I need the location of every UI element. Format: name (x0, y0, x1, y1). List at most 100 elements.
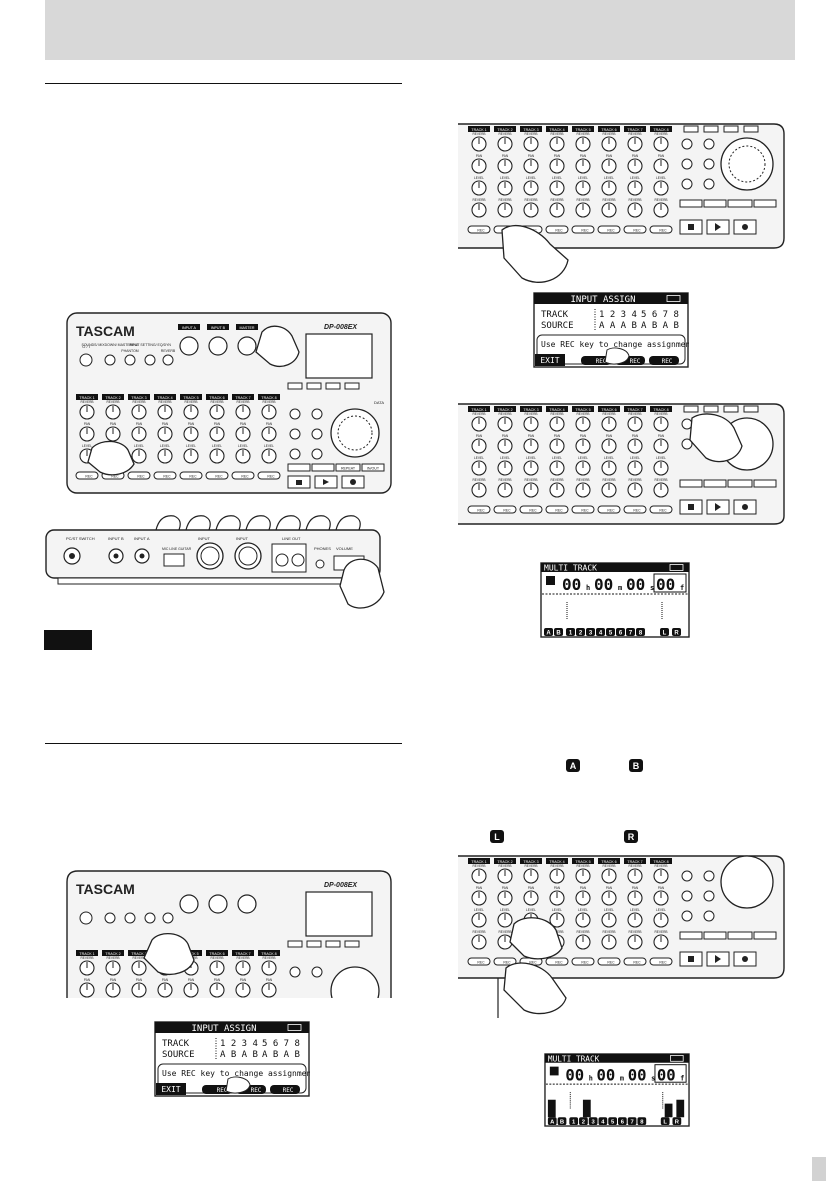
trim-b-knob[interactable] (208, 336, 228, 356)
rec-button-1[interactable] (75, 471, 99, 480)
knob-row-label: PAN (606, 886, 613, 890)
track-label-text: TRACK 4 (549, 860, 564, 864)
rec-button-6[interactable] (597, 505, 621, 514)
track-label-1 (468, 126, 490, 132)
track-label-6 (598, 406, 620, 412)
trim-a-knob[interactable] (179, 336, 199, 356)
track-label-text: TRACK 3 (523, 408, 538, 412)
hand-pointer-icon (339, 558, 385, 609)
rec-button-7[interactable] (623, 505, 647, 514)
track-label-7 (232, 394, 254, 400)
rec-button-8[interactable] (649, 957, 673, 966)
home-button[interactable] (289, 408, 301, 420)
track-label-5 (572, 126, 594, 132)
channel-indicator (606, 628, 615, 636)
rec-button-4[interactable] (545, 957, 569, 966)
track-label-text: TRACK 8 (653, 128, 668, 132)
track-edit-button[interactable] (289, 448, 301, 460)
knob-row-label: REVERB (602, 412, 615, 416)
channel-label: R (674, 631, 679, 637)
channel-label: L (663, 631, 667, 637)
knob-row-label: PAN (632, 886, 639, 890)
rec-button-7[interactable] (623, 957, 647, 966)
lcd-time-part: 00 (594, 575, 613, 594)
channel-label: 3 (592, 1120, 596, 1126)
knob-row-label: LEVEL (82, 444, 92, 448)
track-label-7 (624, 126, 646, 132)
rec-button-6[interactable] (205, 471, 229, 480)
power-button[interactable] (79, 353, 93, 367)
track-label-text: TRACK 8 (653, 860, 668, 864)
track-label-text: TRACK 1 (79, 952, 94, 956)
rec-button-5[interactable] (179, 471, 203, 480)
knob-row-label: PAN (162, 978, 169, 982)
rec-button-7[interactable] (231, 471, 255, 480)
rec-button-8[interactable] (649, 225, 673, 234)
tuner-button[interactable] (289, 428, 301, 440)
rec-button-1[interactable] (467, 505, 491, 514)
track-label-6 (206, 394, 228, 400)
track-label-text: TRACK 2 (497, 860, 512, 864)
svg-text:A B A B: A B A B (262, 1050, 300, 1060)
rec-button-1[interactable] (467, 957, 491, 966)
track-label-text: TRACK 2 (497, 128, 512, 132)
lcd-exit-button[interactable] (156, 1083, 186, 1095)
rec-button-3[interactable] (519, 505, 543, 514)
rec-button-2[interactable] (493, 957, 517, 966)
master-level-knob[interactable] (237, 336, 257, 356)
lcd-exit-button[interactable] (535, 354, 565, 366)
rec-button-5[interactable] (571, 225, 595, 234)
track-label-4 (546, 406, 568, 412)
svg-text:EXIT: EXIT (540, 356, 559, 365)
level-meter (582, 1099, 591, 1118)
rec-button-8[interactable] (257, 471, 281, 480)
track-label-text: TRACK 2 (105, 952, 120, 956)
channel-indicator (588, 1117, 598, 1126)
knob-row-label: REVERB (106, 400, 119, 404)
rec-button-8[interactable] (649, 505, 673, 514)
lcd-time-part: h (589, 1074, 593, 1082)
channel-label: 1 (569, 631, 573, 637)
rec-label: REC (581, 228, 589, 232)
rec-button-2[interactable] (493, 505, 517, 514)
rec-button-5[interactable] (571, 957, 595, 966)
sounds-button[interactable] (104, 354, 116, 366)
rec-button-7[interactable] (623, 225, 647, 234)
rec-button-1[interactable] (467, 225, 491, 234)
knob-row-label: REVERB (576, 478, 589, 482)
svg-text:L: L (494, 832, 500, 842)
knob-row-label: LEVEL (656, 176, 666, 180)
knob-row-label: LEVEL (526, 908, 536, 912)
knob-row-label: REVERB (524, 478, 537, 482)
knob-row-label: REVERB (602, 930, 615, 934)
rec-button-4[interactable] (153, 471, 177, 480)
track-label-7 (232, 950, 254, 956)
channel-label: A (546, 631, 551, 637)
rec-label: REC (633, 228, 641, 232)
rec-button-6[interactable] (597, 225, 621, 234)
inline-icon-l: L (490, 830, 504, 843)
channel-label: R (675, 1120, 680, 1126)
rec-label: REC (137, 474, 145, 478)
phantom-button[interactable] (124, 354, 136, 366)
input-setting-button[interactable] (144, 354, 156, 366)
hand-pointer-icon (604, 347, 630, 365)
knob-row-label: PAN (580, 154, 587, 158)
rec-button-6[interactable] (597, 957, 621, 966)
knob-row-label: LEVEL (630, 456, 640, 460)
svg-text:MULTI TRACK: MULTI TRACK (544, 564, 597, 573)
reverb-button[interactable] (162, 354, 174, 366)
rec-button-3[interactable] (127, 471, 151, 480)
metronome-button[interactable] (311, 428, 323, 440)
track-label-text: TRACK 3 (523, 128, 538, 132)
knob-row-label: LEVEL (578, 908, 588, 912)
rec-button-4[interactable] (545, 225, 569, 234)
channel-label: 2 (579, 631, 583, 637)
rec-button-4[interactable] (545, 505, 569, 514)
menu-button[interactable] (311, 408, 323, 420)
unredo-button[interactable] (311, 448, 323, 460)
svg-text:REC: REC (596, 358, 607, 365)
channel-indicator (660, 1117, 670, 1126)
rec-label: REC (529, 960, 537, 964)
rec-button-5[interactable] (571, 505, 595, 514)
